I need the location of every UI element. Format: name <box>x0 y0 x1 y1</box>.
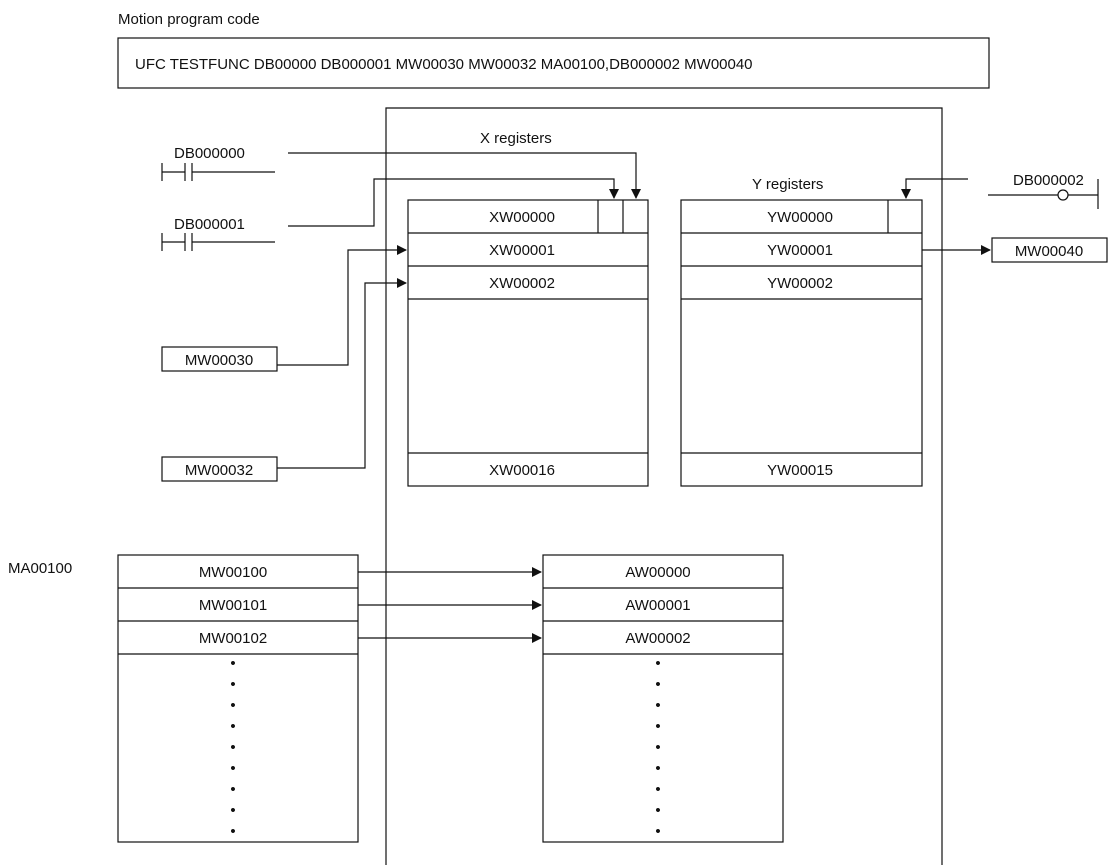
aw-table-row: AW00000 <box>625 564 690 581</box>
svg-text:•: • <box>230 781 235 798</box>
y-register-row: YW00001 <box>767 242 833 259</box>
register-box-mw00040 <box>991 237 1108 263</box>
contact-label: DB000001 <box>174 216 245 233</box>
ma-table <box>117 554 359 843</box>
aw-table-row: AW00002 <box>625 630 690 647</box>
contact-db000001: DB000001 <box>161 216 275 251</box>
svg-text:•: • <box>230 802 235 819</box>
svg-text:•: • <box>655 781 660 798</box>
svg-text:•: • <box>655 739 660 756</box>
ma-table-row: MW00101 <box>199 597 267 614</box>
svg-text:•: • <box>655 718 660 735</box>
svg-text:•: • <box>230 718 235 735</box>
svg-text:•: • <box>655 697 660 714</box>
connector-db000001 <box>288 178 619 227</box>
y-register-row: YW00015 <box>767 462 833 479</box>
svg-text:•: • <box>655 676 660 693</box>
svg-text:•: • <box>655 823 660 840</box>
register-label: MW00032 <box>185 462 253 479</box>
function-frame <box>385 107 943 865</box>
x-registers-title: X registers <box>480 130 552 147</box>
ma-table-label: MA00100 <box>8 560 72 577</box>
svg-text:•: • <box>230 697 235 714</box>
contact-db000000: DB000000 <box>161 145 275 181</box>
x-register-row: XW00016 <box>489 462 555 479</box>
y-register-row: YW00002 <box>767 275 833 292</box>
x-register-row: XW00001 <box>489 242 555 259</box>
connector-db000002 <box>901 178 968 199</box>
register-box-mw00032 <box>161 456 278 482</box>
y-register-row: YW00000 <box>767 209 833 226</box>
code-box <box>117 37 990 89</box>
svg-text:•: • <box>230 823 235 840</box>
svg-text:•: • <box>230 655 235 672</box>
coil-label: DB000002 <box>1013 172 1084 189</box>
svg-text:•: • <box>655 802 660 819</box>
svg-text:•: • <box>655 760 660 777</box>
y-register-block <box>680 199 923 487</box>
aw-table <box>542 554 784 843</box>
coil-db000002: DB000002 <box>988 172 1099 209</box>
register-label: MW00030 <box>185 352 253 369</box>
x-register-row: XW00002 <box>489 275 555 292</box>
x-register-block <box>407 199 649 487</box>
svg-text:•: • <box>230 760 235 777</box>
contact-label: DB000000 <box>174 145 245 162</box>
code-caption: Motion program code <box>118 11 260 28</box>
connector-mw00030 <box>277 245 407 366</box>
aw-table-row: AW00001 <box>625 597 690 614</box>
y-registers-title: Y registers <box>752 176 823 193</box>
aw-continuation-dots: • • • • • • • • • <box>655 655 660 840</box>
svg-text:•: • <box>230 739 235 756</box>
connector-db000000 <box>288 152 641 199</box>
svg-text:•: • <box>230 676 235 693</box>
connector-mw00032 <box>277 278 407 469</box>
x-register-row: XW00000 <box>489 209 555 226</box>
ma-table-row: MW00100 <box>199 564 267 581</box>
register-label: MW00040 <box>1015 243 1083 260</box>
svg-text:•: • <box>655 655 660 672</box>
ma-continuation-dots: • • • • • • • • • <box>230 655 235 840</box>
ma-table-row: MW00102 <box>199 630 267 647</box>
register-box-mw00030 <box>161 346 278 372</box>
code-line: UFC TESTFUNC DB00000 DB000001 MW00030 MW… <box>135 56 753 73</box>
